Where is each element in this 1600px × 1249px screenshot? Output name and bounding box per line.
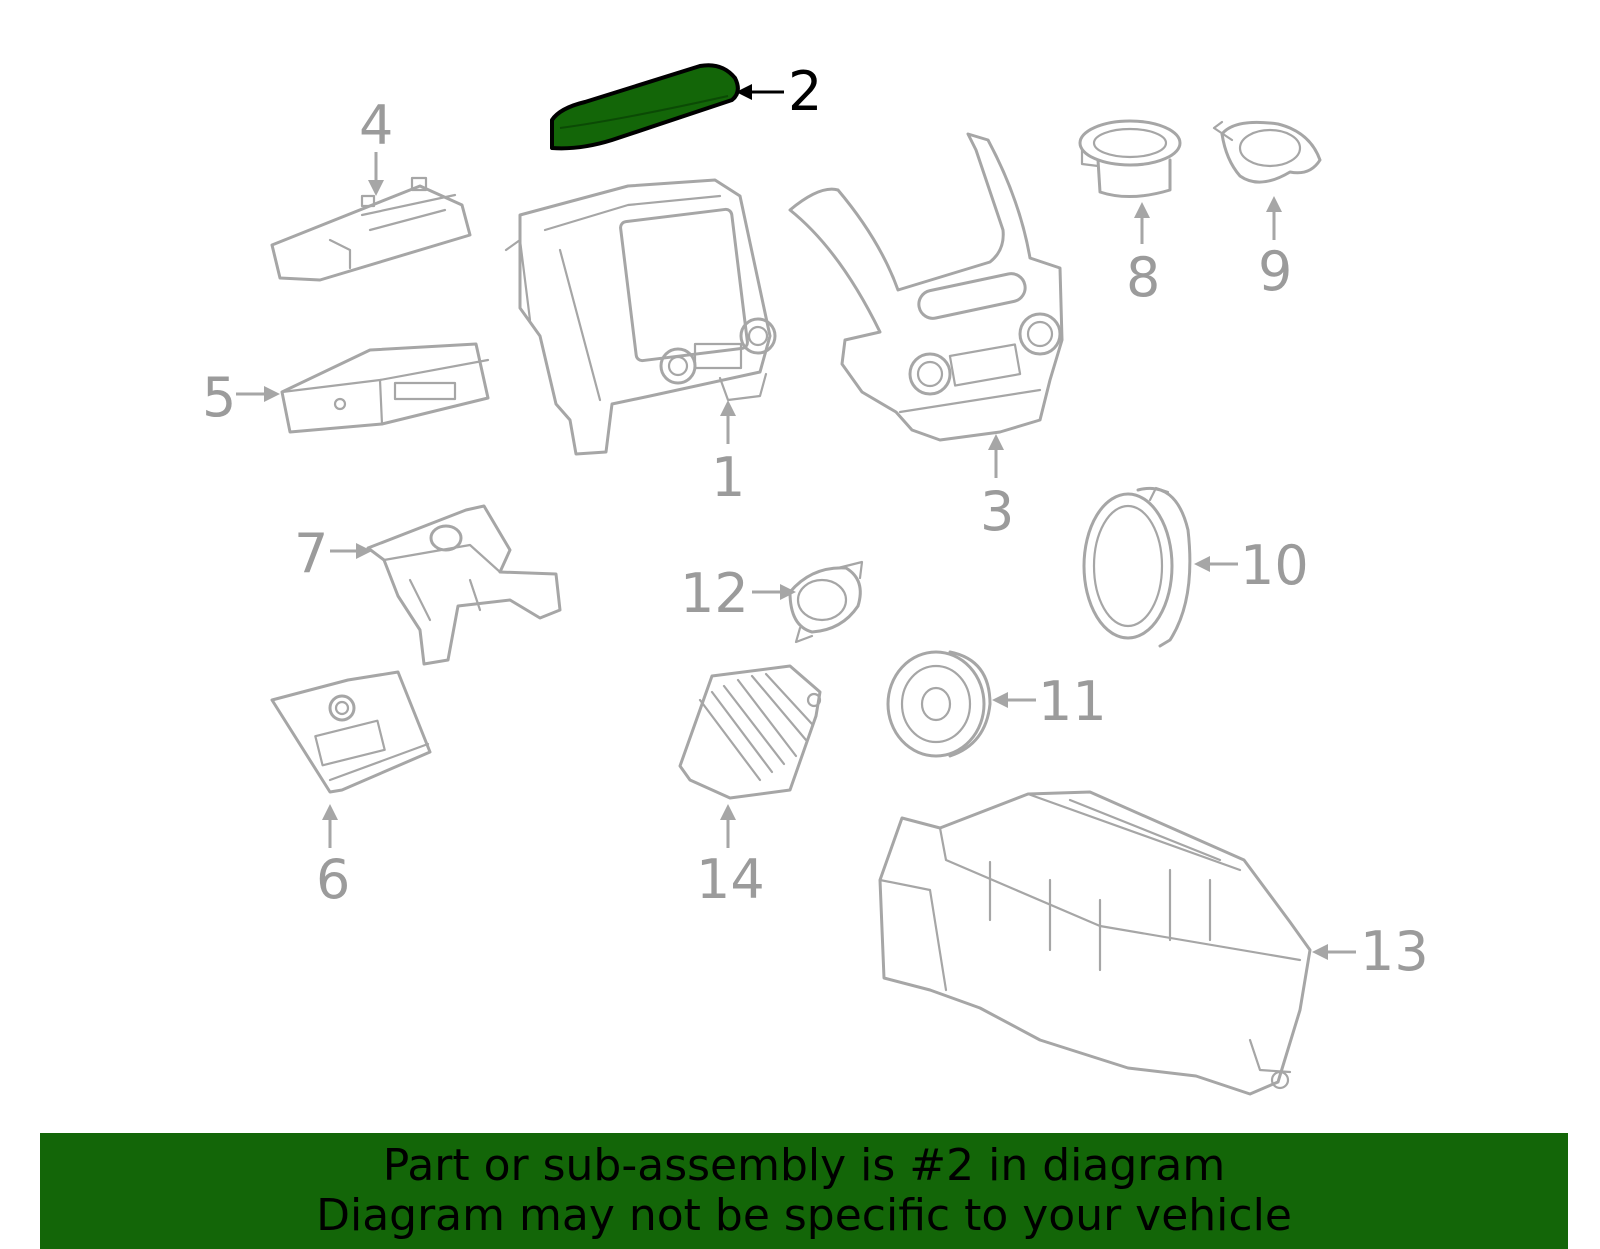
arrowhead-1 bbox=[720, 400, 736, 416]
part-9-tweeter[interactable] bbox=[1212, 120, 1322, 184]
callout-6: 6 bbox=[316, 848, 350, 911]
callout-13: 13 bbox=[1360, 920, 1429, 983]
banner-line-1: Part or sub-assembly is #2 in diagram bbox=[382, 1140, 1226, 1191]
part-1-radio-control-head[interactable] bbox=[504, 178, 777, 456]
callout-12: 12 bbox=[680, 562, 749, 625]
callout-5: 5 bbox=[202, 366, 236, 429]
callout-8: 8 bbox=[1126, 246, 1160, 309]
part-2-trim-panel[interactable] bbox=[550, 63, 740, 151]
callout-7: 7 bbox=[294, 522, 328, 585]
arrowhead-11 bbox=[992, 692, 1008, 708]
callout-10: 10 bbox=[1240, 534, 1309, 597]
arrowhead-3 bbox=[988, 434, 1004, 450]
arrowhead-14 bbox=[720, 804, 736, 820]
callout-11: 11 bbox=[1038, 670, 1107, 733]
arrowhead-8 bbox=[1134, 202, 1150, 218]
part-5-module[interactable] bbox=[280, 342, 490, 434]
arrowhead-2 bbox=[736, 84, 752, 100]
callout-14: 14 bbox=[696, 848, 765, 911]
part-11-speaker[interactable] bbox=[886, 650, 992, 758]
arrowhead-12 bbox=[780, 584, 796, 600]
part-13-subwoofer-enclosure[interactable] bbox=[878, 790, 1312, 1096]
callout-numbers: 2 4 5 1 3 8 9 7 6 12 10 11 14 13 bbox=[202, 60, 1429, 983]
arrowhead-13 bbox=[1312, 944, 1328, 960]
arrowhead-10 bbox=[1194, 556, 1210, 572]
part-10-speaker[interactable] bbox=[1082, 486, 1192, 648]
part-4-radio-receiver[interactable] bbox=[270, 176, 472, 282]
callout-2: 2 bbox=[788, 60, 822, 123]
arrowhead-5 bbox=[264, 386, 280, 402]
callout-4: 4 bbox=[359, 94, 393, 157]
arrowhead-6 bbox=[322, 804, 338, 820]
callout-9: 9 bbox=[1258, 240, 1292, 303]
arrowhead-7 bbox=[356, 543, 372, 559]
arrowhead-4 bbox=[368, 180, 384, 196]
leader-arrows bbox=[236, 84, 1356, 960]
part-14-amplifier[interactable] bbox=[678, 664, 822, 800]
callout-3: 3 bbox=[980, 480, 1014, 543]
part-8-tweeter[interactable] bbox=[1078, 119, 1182, 199]
part-3-instrument-bezel[interactable] bbox=[788, 132, 1064, 442]
part-12-tweeter[interactable] bbox=[788, 560, 864, 644]
info-banner: Part or sub-assembly is #2 in diagram Di… bbox=[40, 1133, 1568, 1249]
part-7-bracket[interactable] bbox=[366, 504, 562, 666]
banner-line-2: Diagram may not be specific to your vehi… bbox=[316, 1190, 1292, 1241]
callout-1: 1 bbox=[711, 446, 745, 509]
arrowhead-9 bbox=[1266, 196, 1282, 212]
part-6-module[interactable] bbox=[270, 670, 432, 794]
